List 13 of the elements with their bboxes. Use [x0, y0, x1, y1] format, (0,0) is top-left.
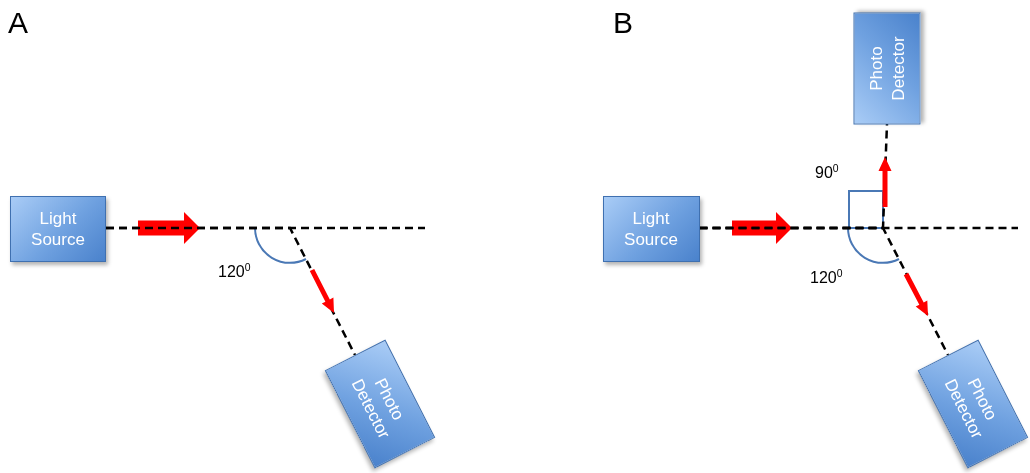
- angle-label: 90$^{0}$: [815, 163, 839, 182]
- component-box: [602, 196, 700, 262]
- panel-letter: B: [613, 6, 633, 40]
- component-box: [10, 196, 106, 262]
- light-path-line: [106, 226, 357, 356]
- angle-label: 120$^{0}$: [810, 268, 843, 287]
- component-box: [853, 12, 921, 124]
- box-label: Light Source: [623, 207, 679, 251]
- box-label: Light Source: [30, 207, 86, 251]
- box-label: Photo Detector: [865, 34, 908, 103]
- light-path-line: [699, 226, 950, 356]
- angle-label: 120$^{0}$: [218, 262, 251, 281]
- panel-letter: A: [8, 6, 28, 40]
